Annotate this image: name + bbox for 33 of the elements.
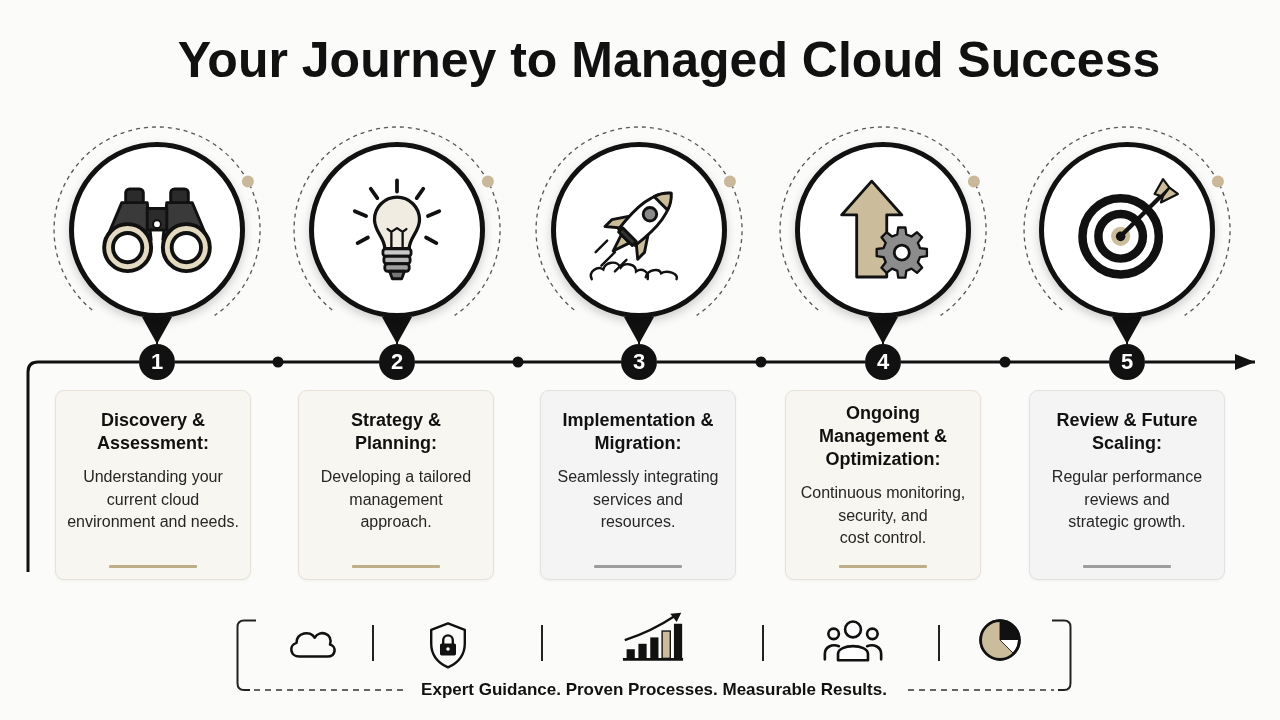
step-description: Continuous monitoring, security, and cost control. <box>800 483 966 548</box>
step-number: 4 <box>865 344 901 380</box>
timeline-line <box>657 360 865 364</box>
pointer-tail <box>624 317 654 345</box>
timeline-line <box>901 360 1109 364</box>
step-card <box>298 390 494 580</box>
step-description: Seamlessly integrating services and resources. <box>557 467 719 532</box>
step-card <box>540 390 736 580</box>
title: Your Journey to Managed Cloud Success <box>177 31 1161 89</box>
step-heading: Implementation & Migration: <box>562 409 714 455</box>
step-card <box>785 390 981 580</box>
step-heading: Discovery & Assessment: <box>96 409 210 455</box>
step-number: 2 <box>379 344 415 380</box>
step-card <box>1029 390 1225 580</box>
step-card <box>55 390 251 580</box>
step-heading: Strategy & Planning: <box>350 409 441 455</box>
tagline: Expert Guidance. Proven Processes. Measurable Results. <box>421 679 887 701</box>
timeline-line <box>26 360 139 572</box>
timeline-line <box>415 360 621 364</box>
step-number: 1 <box>139 344 175 380</box>
step-heading: Review & Future Scaling: <box>1056 409 1198 455</box>
step-number: 3 <box>621 344 657 380</box>
timeline-arrow <box>1145 354 1255 370</box>
step-description: Developing a tailored management approach. <box>320 467 472 532</box>
step-heading: Ongoing Management & Optimization: <box>818 402 947 471</box>
pointer-tail <box>868 317 898 345</box>
step-description: Regular performance reviews and strategic growth. <box>1051 467 1203 532</box>
pointer-tail <box>382 317 412 345</box>
pointer-tail <box>142 317 172 345</box>
timeline-line <box>175 360 379 364</box>
pointer-tail <box>1112 317 1142 345</box>
step-number: 5 <box>1109 344 1145 380</box>
step-description: Understanding your current cloud environment and needs. <box>67 467 239 532</box>
